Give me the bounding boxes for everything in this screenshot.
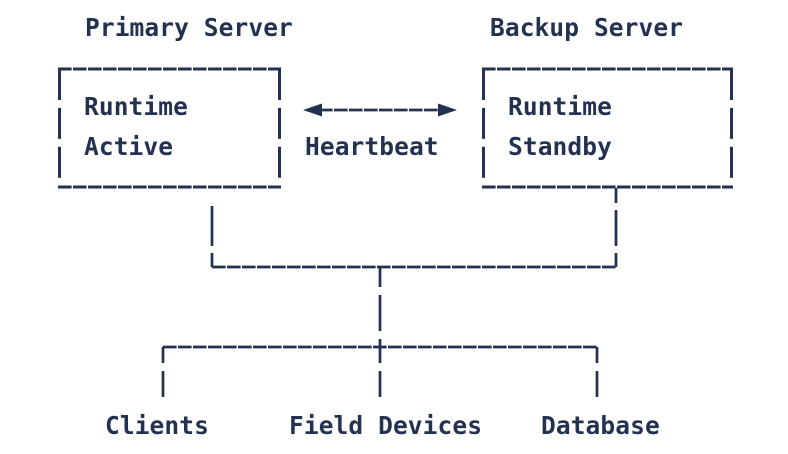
connector-tree [161,188,618,405]
backup-box-horizontal-borders [482,67,733,189]
primary-state-text: Active [84,132,174,161]
primary-box-horizontal-borders [58,67,281,189]
heartbeat-arrowhead-left [303,103,322,117]
field-devices-label: Field Devices [289,411,483,440]
heartbeat-label: Heartbeat [305,132,439,161]
backup-component-text: Runtime [508,92,612,121]
backup-server-title: Backup Server [490,13,684,42]
backup-box-vertical-borders [482,69,733,187]
heartbeat-arrow-icon [303,103,457,117]
database-label: Database [541,411,660,440]
backup-state-text: Standby [508,132,612,161]
primary-component-text: Runtime [84,92,188,121]
clients-label: Clients [105,411,209,440]
primary-server-title: Primary Server [85,13,293,42]
heartbeat-arrowhead-right [438,103,457,117]
primary-box-vertical-borders [58,69,281,187]
backup-server-box [482,67,733,189]
primary-server-box [58,67,281,189]
